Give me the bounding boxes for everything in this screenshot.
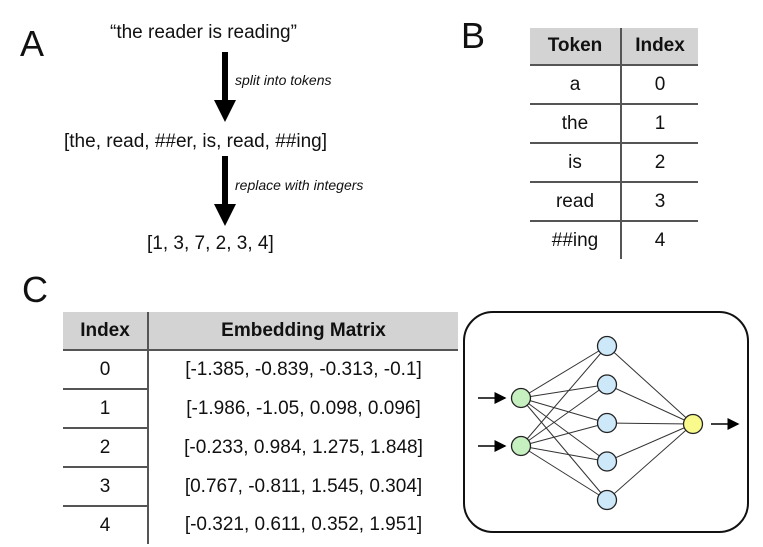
hidden-node: [596, 489, 618, 511]
index-cell: 3: [63, 467, 149, 507]
vector-cell: [-0.233, 0.984, 1.275, 1.848]: [184, 436, 423, 458]
index-cell: 1: [63, 389, 149, 429]
header-token: Token: [530, 28, 622, 66]
index-cell: 1: [621, 104, 698, 144]
panel-a-letter: A: [20, 23, 45, 64]
input-node: [510, 435, 532, 457]
table-row: 4 [-0.321, 0.611, 0.352, 1.951]: [63, 506, 458, 544]
connection: [520, 397, 608, 462]
output-node: [682, 413, 704, 435]
token-cell: a: [530, 65, 622, 105]
connection: [606, 422, 694, 425]
header-index: Index: [621, 28, 698, 66]
vector-cell: [-1.986, -1.05, 0.098, 0.096]: [186, 397, 421, 419]
hidden-node: [596, 335, 618, 357]
connection: [520, 445, 608, 462]
panel-b-letter: B: [461, 15, 486, 56]
replace-arrow: [214, 156, 236, 226]
hidden-node: [596, 451, 618, 472]
connection: [520, 345, 608, 447]
hidden-node: [596, 374, 618, 395]
connection: [520, 345, 608, 399]
token-cell: ##ing: [530, 221, 622, 259]
table-row: 3 [0.767, -0.811, 1.545, 0.304]: [63, 467, 458, 507]
connection: [520, 397, 608, 424]
header-embedding: Embedding Matrix: [148, 312, 458, 351]
token-cell: the: [530, 104, 622, 144]
connection: [520, 384, 608, 399]
neural-network-box: [463, 311, 749, 533]
vector-cell: [0.767, -0.811, 1.545, 0.304]: [184, 475, 423, 497]
vector-cell: [-0.321, 0.611, 0.352, 1.951]: [184, 514, 423, 535]
index-cell: 2: [63, 428, 149, 468]
index-cell: 0: [63, 350, 149, 390]
integer-list: [1, 3, 7, 2, 3, 4]: [147, 233, 274, 254]
connection: [606, 345, 694, 425]
panel-c-letter: C: [22, 269, 48, 310]
index-cell: 2: [621, 143, 698, 183]
token-cell: read: [530, 182, 622, 222]
connection: [520, 384, 608, 447]
input-sentence: “the reader is reading”: [110, 22, 297, 43]
hidden-node: [596, 412, 618, 434]
connection: [520, 445, 608, 501]
vector-cell: [-1.385, -0.839, -0.313, -0.1]: [185, 359, 422, 380]
table-row: ##ing 4: [530, 221, 698, 259]
index-cell: 3: [621, 182, 698, 222]
split-arrow: [214, 52, 236, 122]
replace-label: replace with integers: [235, 177, 364, 193]
table-row: 0 [-1.385, -0.839, -0.313, -0.1]: [63, 350, 458, 390]
split-label: split into tokens: [235, 72, 332, 88]
connection: [520, 397, 608, 501]
table-row: 1 [-1.986, -1.05, 0.098, 0.096]: [63, 389, 458, 429]
input-node: [510, 387, 532, 409]
embedding-table: Index Embedding Matrix 0 [-1.385, -0.839,…: [63, 312, 458, 544]
index-cell: 4: [654, 229, 666, 251]
connection: [606, 423, 694, 462]
connection: [520, 422, 608, 447]
index-cell: 4: [63, 506, 149, 544]
token-cell: is: [530, 143, 622, 183]
header-index: Index: [63, 312, 149, 351]
index-cell: 0: [621, 65, 698, 105]
connection: [606, 384, 694, 425]
table-row: 2 [-0.233, 0.984, 1.275, 1.848]: [63, 428, 458, 468]
token-list: [the, read, ##er, is, read, ##ing]: [64, 131, 328, 152]
connection: [606, 423, 694, 501]
